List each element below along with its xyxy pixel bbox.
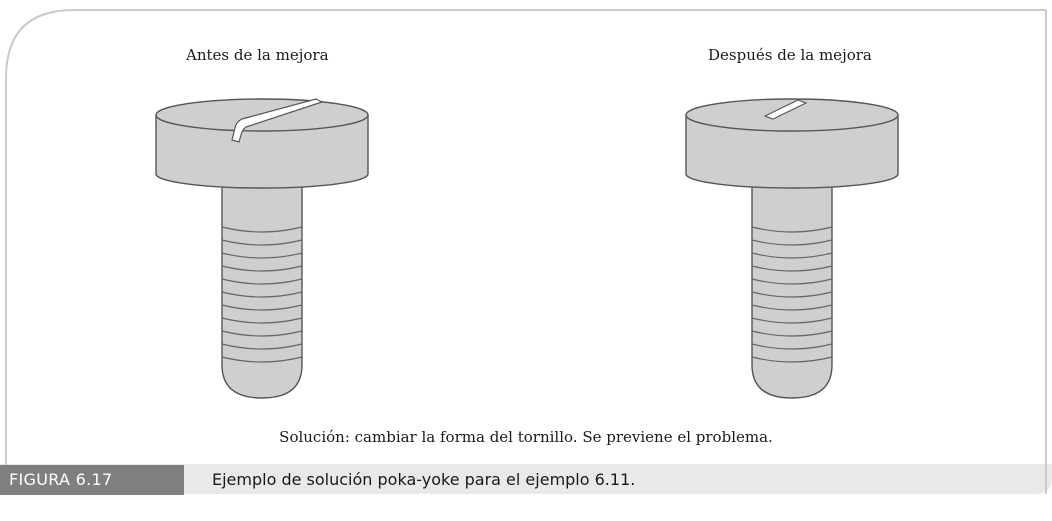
frame-border	[5, 9, 1047, 494]
screw-after-icon	[685, 98, 899, 399]
screw-shank	[221, 179, 303, 399]
figure-caption: Ejemplo de solución poka-yoke para el ej…	[212, 470, 636, 489]
screw-slot-short	[763, 99, 808, 120]
screw-before-icon	[155, 98, 369, 399]
figure-number-tag: FIGURA 6.17	[0, 465, 184, 495]
screw-head	[685, 98, 899, 189]
screw-shank	[751, 179, 833, 399]
solution-text: Solución: cambiar la forma del tornillo.…	[279, 428, 773, 446]
label-after-improvement: Después de la mejora	[708, 46, 872, 64]
screw-slot-long	[231, 98, 324, 143]
caption-band	[0, 464, 1052, 494]
screw-head	[155, 98, 369, 189]
label-before-improvement: Antes de la mejora	[186, 46, 329, 64]
